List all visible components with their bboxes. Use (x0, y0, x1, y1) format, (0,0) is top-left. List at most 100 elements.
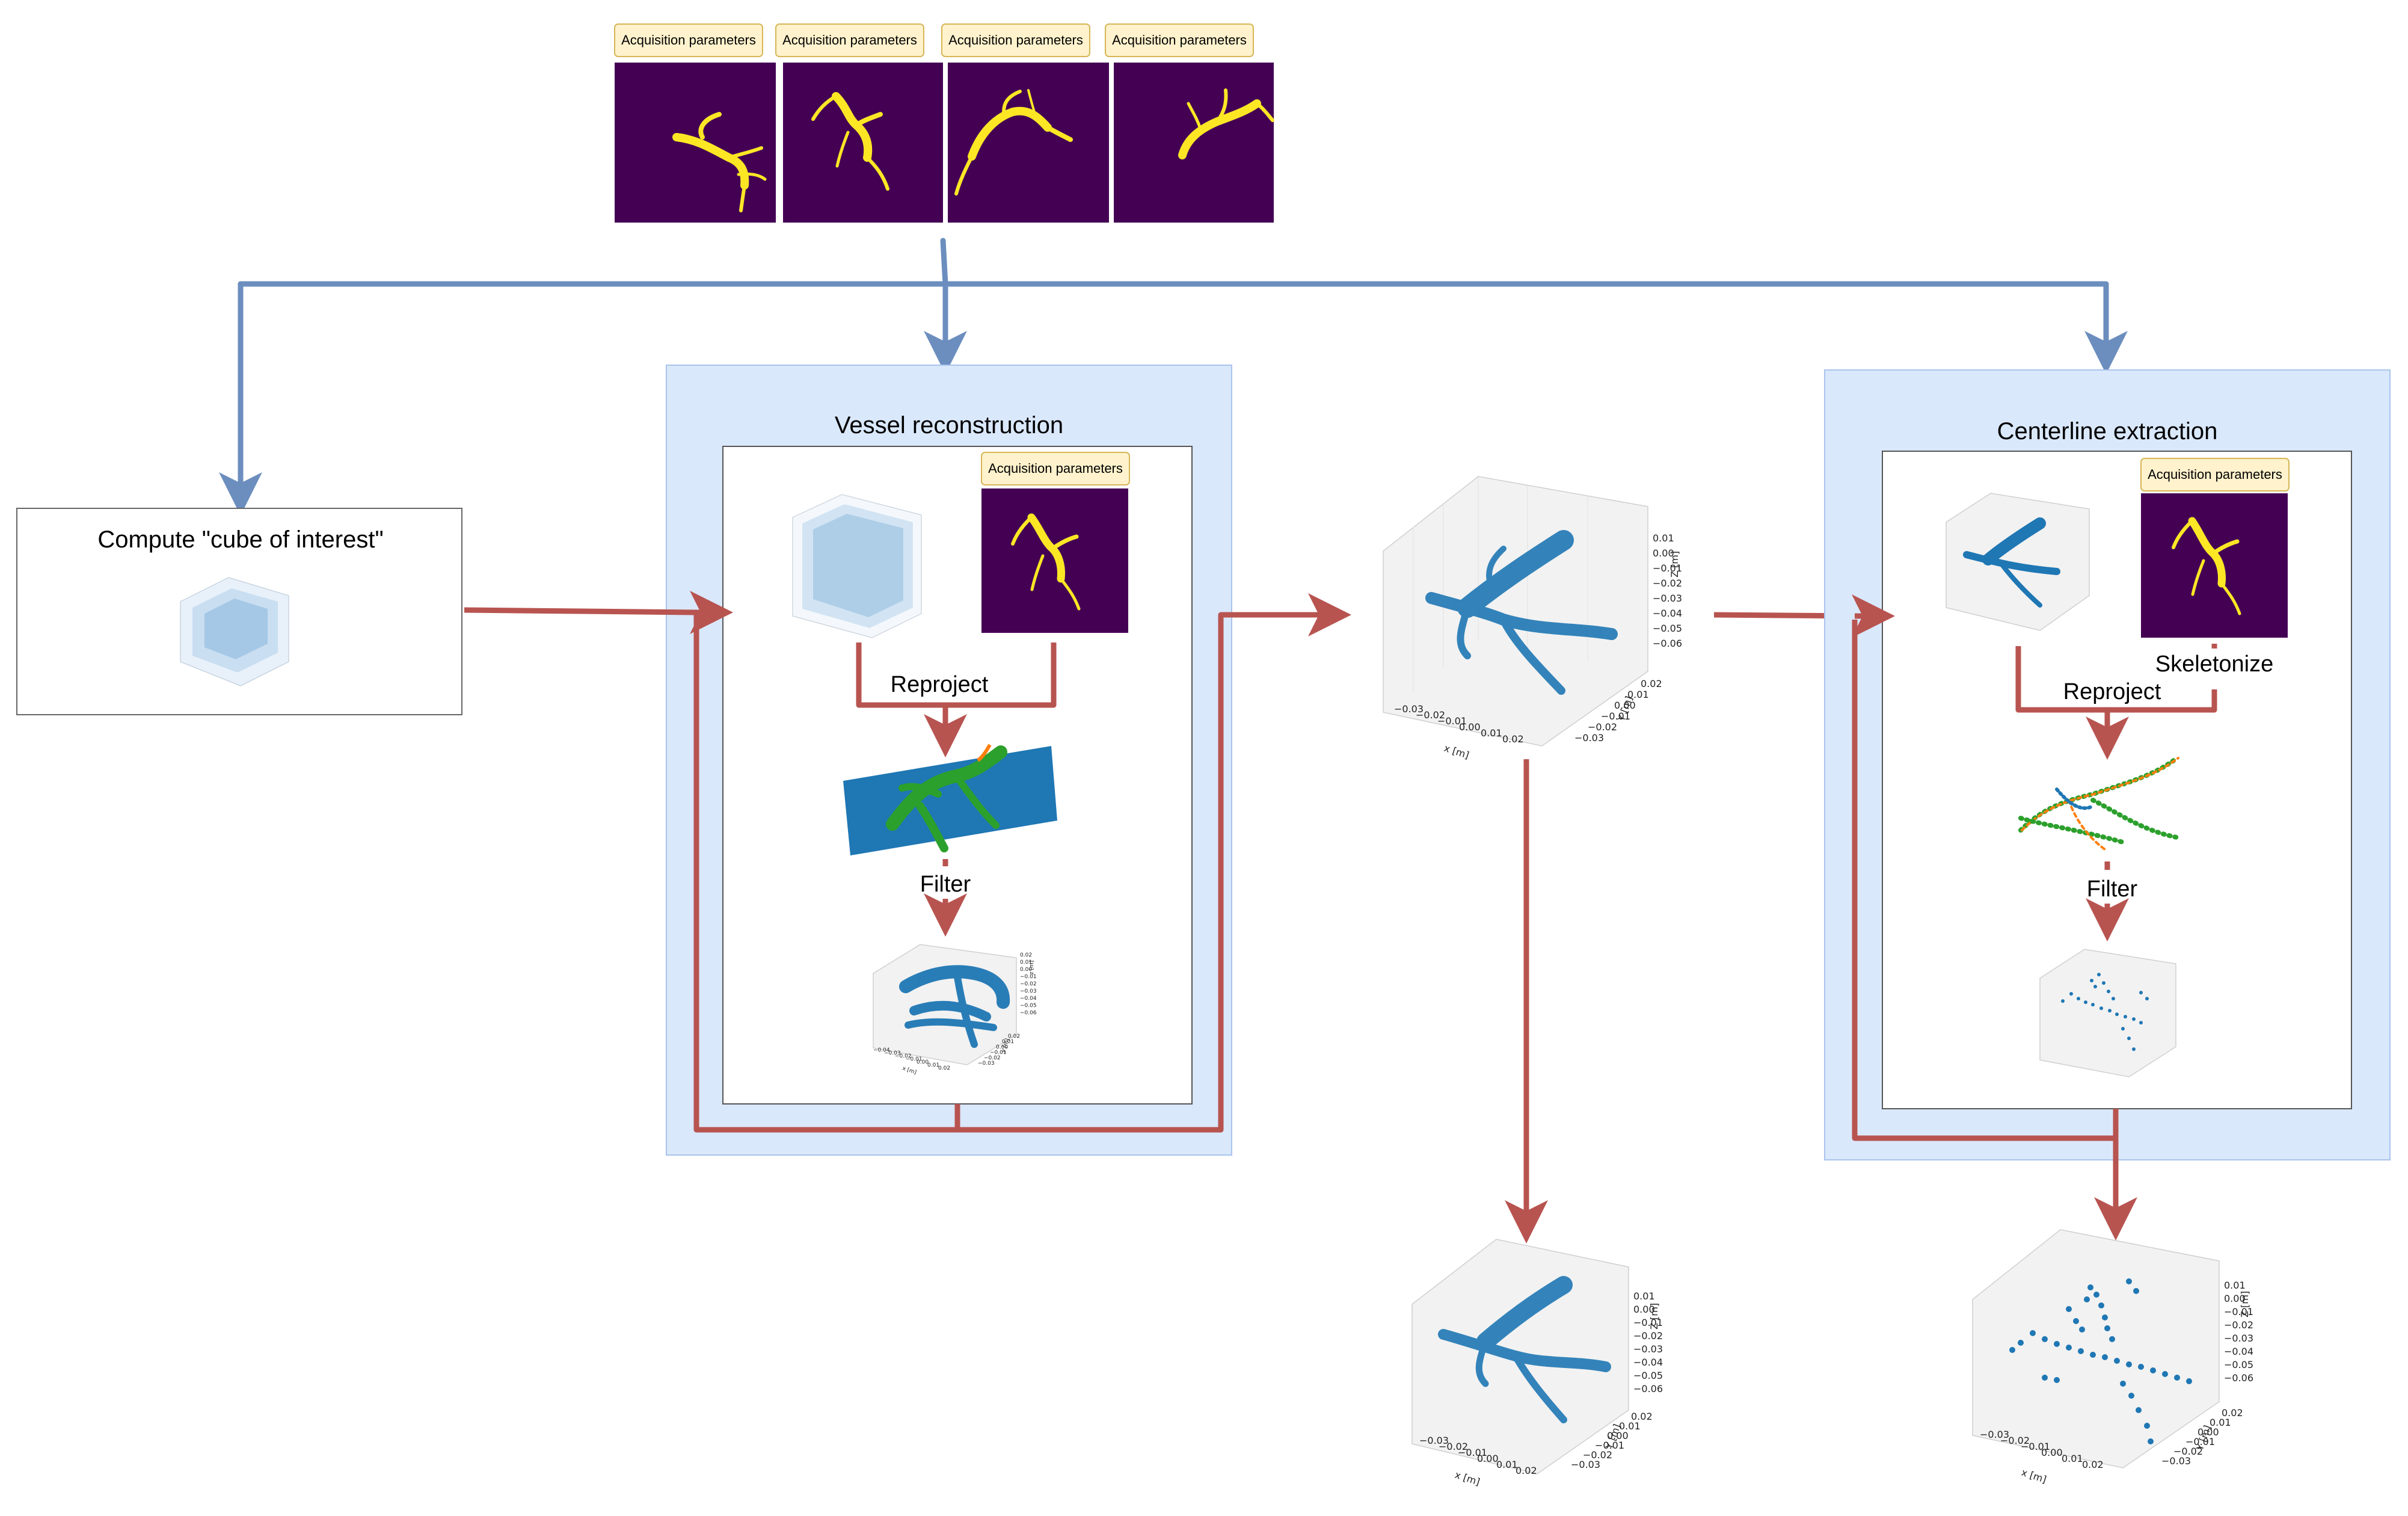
acquisition-label-box (981, 452, 1130, 485)
z-tick-label: 0.02 (1020, 952, 1032, 958)
z-axis-label: z [m] (1029, 961, 1035, 975)
y-tick-label: −0.03 (1574, 732, 1604, 744)
x-axis-label: x [m] (1454, 1469, 1481, 1488)
z-tick-label: 0.00 (2224, 1293, 2246, 1304)
vessel-mask (954, 89, 1073, 196)
vessel-panel-title: Vessel reconstruction (835, 412, 1063, 439)
z-tick-label: −0.04 (1633, 1357, 1663, 1368)
acquisition-label: Acquisition parameters (621, 32, 756, 48)
centerline-point (2114, 1358, 2120, 1364)
z-tick-label: −0.01 (1020, 974, 1037, 980)
centerline-point (2121, 1027, 2125, 1031)
vessel-filtered-plot: −0.04−0.03−0.02−0.010.000.010.02−0.03−0.… (873, 944, 1037, 1076)
z-tick-label: 0.00 (1633, 1304, 1655, 1315)
x-tick-label: 0.00 (917, 1059, 929, 1065)
centerline-point (2077, 997, 2080, 1000)
centerline-point (2066, 1306, 2072, 1312)
bottom-right-ticks: −0.03−0.02−0.010.000.010.02−0.03−0.02−0.… (1980, 1280, 2253, 1485)
z-tick-label: −0.02 (1653, 578, 1682, 589)
centerline-point (2084, 1296, 2090, 1302)
centerline-point (2150, 1367, 2156, 1373)
z-tick-label: −0.05 (2224, 1359, 2253, 1370)
blue-arrows (219, 238, 2128, 516)
centerline-extraction-panel: Centerline extraction Acquisition parame… (1824, 369, 2391, 1240)
z-tick-label: −0.02 (1020, 981, 1037, 987)
vessel-mask (1011, 513, 1081, 611)
vessel-filter-label: Filter (920, 872, 971, 897)
z-tick-label: 0.01 (2224, 1280, 2246, 1291)
centerline-point (2112, 997, 2115, 1000)
acquisition-label-box (2140, 458, 2290, 491)
x-tick-label: 0.02 (1516, 1465, 1537, 1476)
x-tick-label: 0.00 (2041, 1447, 2063, 1458)
top-acquisitions: Acquisition parameters Acquisition param… (614, 23, 1274, 223)
centerline-point (2120, 1381, 2126, 1387)
z-tick-label: −0.03 (1633, 1343, 1663, 1355)
vessel-mask (811, 92, 889, 191)
y-tick-label: −0.01 (1595, 1440, 1624, 1451)
centerline-point (2073, 1318, 2079, 1324)
y-tick-label: −0.02 (2173, 1446, 2203, 1457)
acquisition-1: Acquisition parameters (614, 23, 776, 223)
z-tick-label: −0.06 (2224, 1372, 2253, 1384)
x-tick-label: 0.01 (1481, 727, 1502, 739)
middle-3d-plot: −0.03−0.02−0.010.000.010.02−0.03−0.02−0.… (1383, 476, 1682, 761)
centerline-reproject-label: Reproject (2063, 679, 2161, 704)
centerline-point (2144, 1423, 2150, 1429)
centerline-point (2102, 981, 2105, 985)
centerline-point (2186, 1378, 2192, 1384)
centerline-reproject-connector (2015, 644, 2217, 760)
centerline-point (2091, 1003, 2095, 1006)
y-tick-label: 0.02 (1641, 678, 1662, 689)
centerline-point (2009, 1347, 2015, 1353)
z-tick-label: 0.00 (1020, 967, 1032, 973)
z-tick-label: 0.01 (1020, 960, 1032, 966)
x-tick-label: 0.02 (2082, 1459, 2104, 1470)
y-tick-label: 0.00 (2198, 1426, 2219, 1438)
x-tick-label: −0.02 (895, 1053, 912, 1059)
centerline-loop-connector (1852, 620, 2119, 1141)
y-tick-label: 0.00 (996, 1044, 1008, 1050)
centerline-point (2174, 1375, 2180, 1381)
z-tick-label: −0.02 (2224, 1319, 2253, 1331)
centerline-point (2145, 997, 2149, 1000)
centerline-point (2090, 1352, 2096, 1358)
red-arrow-cube-to-vessel (464, 607, 714, 615)
centerline-point (2115, 1012, 2119, 1016)
red-arrow-vessel-to-plot (957, 593, 1351, 1133)
y-tick-label: −0.02 (1588, 721, 1617, 733)
z-axis-label: Z [m] (1648, 1303, 1660, 1330)
y-tick-label: 0.02 (1008, 1034, 1020, 1040)
centerline-point (2093, 1292, 2099, 1298)
z-tick-label: −0.01 (1633, 1317, 1663, 1328)
z-tick-label: −0.05 (1653, 623, 1682, 634)
z-tick-label: −0.03 (1020, 988, 1037, 994)
acquisition-3: Acquisition parameters (941, 23, 1109, 223)
x-tick-label: −0.03 (1980, 1429, 2009, 1440)
x-tick-label: −0.01 (906, 1056, 923, 1062)
y-tick-label: −0.01 (2185, 1436, 2215, 1447)
z-tick-label: −0.06 (1020, 1010, 1037, 1016)
centerline-point (2108, 1009, 2112, 1012)
vessel-small-ticks: −0.04−0.03−0.02−0.010.000.010.02−0.03−0.… (873, 952, 1037, 1076)
x-tick-label: 0.00 (1477, 1453, 1499, 1464)
mask-image (2141, 493, 2288, 638)
acquisition-label: Acquisition parameters (988, 461, 1123, 476)
y-tick-label: 0.01 (2210, 1417, 2231, 1428)
x-tick-label: −0.04 (873, 1047, 890, 1053)
y-tick-label: 0.02 (1631, 1411, 1653, 1422)
z-tick-label: −0.04 (1653, 608, 1682, 619)
centerline-point (2030, 1330, 2036, 1336)
centerline-point (2139, 991, 2143, 994)
x-tick-label: −0.01 (1458, 1447, 1487, 1458)
bottom-middle-3d-plot: −0.03−0.02−0.010.000.010.02−0.03−0.02−0.… (1411, 1239, 1663, 1488)
red-arrows (464, 591, 1893, 1243)
centerline-point (2109, 1336, 2115, 1342)
y-tick-label: −0.02 (984, 1055, 1001, 1061)
z-tick-label: −0.06 (1653, 638, 1682, 649)
x-tick-label: −0.01 (2021, 1441, 2050, 1452)
x-tick-label: −0.03 (884, 1050, 901, 1056)
y-tick-label: −0.03 (1571, 1459, 1600, 1470)
filtered-centerline-points (2061, 973, 2149, 1051)
